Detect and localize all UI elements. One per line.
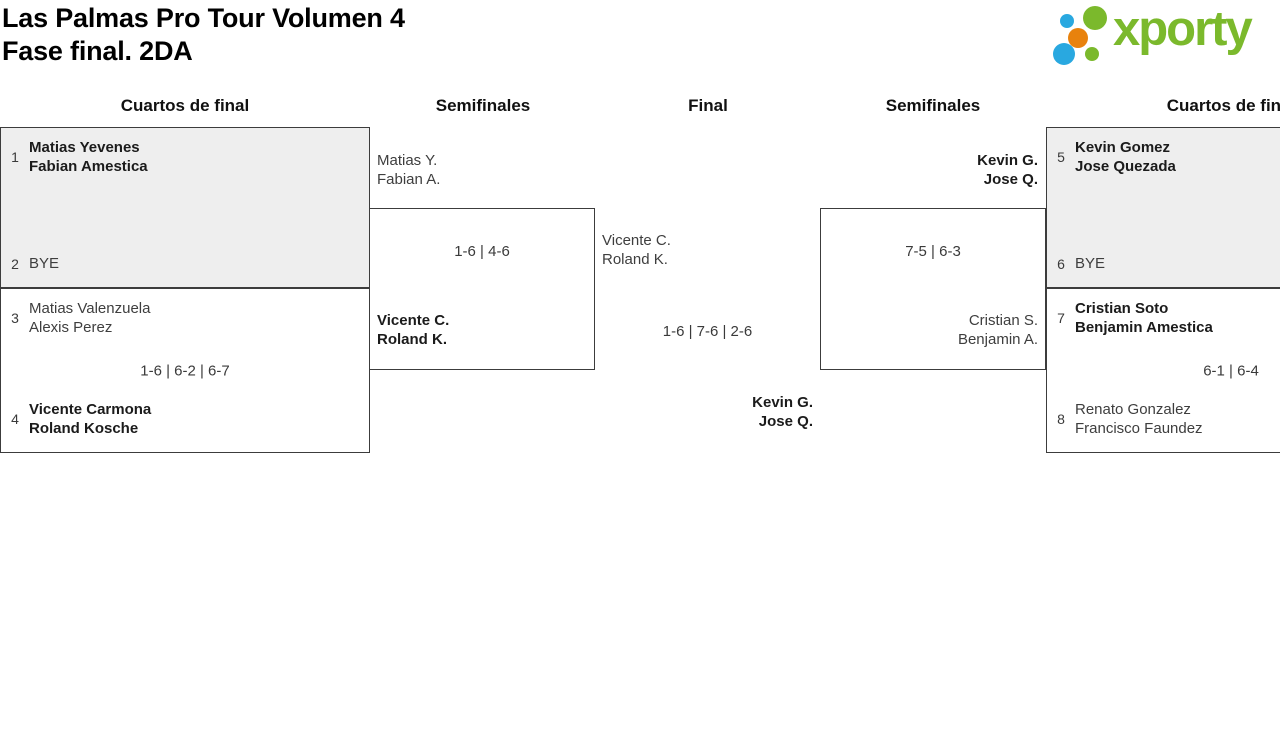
team-name: Vicente C. Roland K. bbox=[602, 232, 671, 268]
match-qf-left-bottom[interactable]: 3 Matias Valenzuela Alexis Perez 1-6 | 6… bbox=[0, 288, 370, 453]
round-header-final: Final bbox=[688, 96, 728, 115]
seed-number: 6 bbox=[1057, 255, 1065, 272]
match-score: 1-6 | 7-6 | 2-6 bbox=[662, 323, 753, 340]
round-header-qf-right: Cuartos de final bbox=[1166, 96, 1280, 115]
seed-number: 2 bbox=[11, 255, 19, 272]
team-name: Vicente C. Roland K. bbox=[377, 312, 450, 348]
team-name: BYE bbox=[1075, 255, 1106, 272]
match-score: 1-6 | 6-2 | 6-7 bbox=[140, 362, 230, 379]
team-slot: 1 Matias Yevenes Fabian Amestica bbox=[1, 138, 369, 176]
team-slot: 8 Renato Gonzalez Francisco Faundez bbox=[1047, 400, 1280, 438]
match-sf-left[interactable]: Matias Y. Fabian A. 1-6 | 4-6 Vicente C.… bbox=[369, 152, 595, 370]
team-slot: 2 BYE bbox=[1, 254, 369, 273]
team-name: Matias Y. Fabian A. bbox=[377, 152, 441, 188]
team-slot: 3 Matias Valenzuela Alexis Perez bbox=[1, 299, 369, 337]
team-name: Cristian Soto Benjamin Amestica bbox=[1075, 300, 1213, 336]
page-title: Las Palmas Pro Tour Volumen 4 Fase final… bbox=[2, 2, 405, 68]
logo-dot-blue-large-icon bbox=[1053, 43, 1075, 65]
round-header-qf-left: Cuartos de final bbox=[120, 96, 250, 115]
logo-dot-green-large-icon bbox=[1083, 6, 1107, 30]
team-slot: 7 Cristian Soto Benjamin Amestica bbox=[1047, 299, 1280, 337]
match-qf-right-bottom[interactable]: 7 Cristian Soto Benjamin Amestica 6-1 | … bbox=[1046, 288, 1280, 453]
team-name: Cristian S. Benjamin A. bbox=[957, 312, 1038, 348]
logo-dot-green-small-icon bbox=[1085, 47, 1099, 61]
team-name: Kevin G. Jose Q. bbox=[752, 394, 813, 430]
team-name: Matias Yevenes Fabian Amestica bbox=[29, 139, 148, 175]
xporty-logo[interactable]: xporty bbox=[1045, 0, 1280, 70]
match-qf-left-top[interactable]: 1 Matias Yevenes Fabian Amestica 2 BYE bbox=[0, 127, 370, 288]
round-header-sf-left: Semifinales bbox=[435, 96, 531, 115]
logo-wordmark: xporty bbox=[1113, 2, 1253, 56]
match-score: 7-5 | 6-3 bbox=[905, 243, 961, 260]
seed-number: 4 bbox=[11, 411, 19, 427]
seed-number: 3 bbox=[11, 310, 19, 326]
match-qf-right-top[interactable]: 5 Kevin Gomez Jose Quezada 6 BYE bbox=[1046, 127, 1280, 288]
team-name: Kevin Gomez Jose Quezada bbox=[1075, 139, 1176, 175]
logo-dot-blue-small-icon bbox=[1060, 14, 1074, 28]
team-name: Matias Valenzuela Alexis Perez bbox=[29, 300, 151, 336]
team-slot: 5 Kevin Gomez Jose Quezada bbox=[1047, 138, 1280, 176]
match-score: 6-1 | 6-4 bbox=[1203, 362, 1259, 379]
team-slot: 4 Vicente Carmona Roland Kosche bbox=[1, 400, 369, 438]
logo-dot-orange-icon bbox=[1068, 28, 1088, 48]
seed-number: 8 bbox=[1057, 411, 1065, 427]
stage-name: Fase final. 2DA bbox=[2, 36, 193, 66]
team-name: Kevin G. Jose Q. bbox=[977, 152, 1038, 188]
round-header-sf-right: Semifinales bbox=[885, 96, 981, 115]
team-name: Vicente Carmona Roland Kosche bbox=[29, 401, 152, 437]
match-final[interactable]: Vicente C. Roland K. 1-6 | 7-6 | 2-6 Kev… bbox=[595, 208, 820, 453]
team-slot: 6 BYE bbox=[1047, 254, 1280, 273]
team-name: Renato Gonzalez Francisco Faundez bbox=[1075, 401, 1203, 437]
team-name: BYE bbox=[29, 255, 60, 272]
seed-number: 1 bbox=[11, 149, 19, 165]
tournament-name: Las Palmas Pro Tour Volumen 4 bbox=[2, 3, 405, 33]
seed-number: 5 bbox=[1057, 149, 1065, 165]
match-score: 1-6 | 4-6 bbox=[454, 243, 510, 260]
match-sf-right[interactable]: Kevin G. Jose Q. 7-5 | 6-3 Cristian S. B… bbox=[820, 152, 1046, 370]
seed-number: 7 bbox=[1057, 310, 1065, 326]
